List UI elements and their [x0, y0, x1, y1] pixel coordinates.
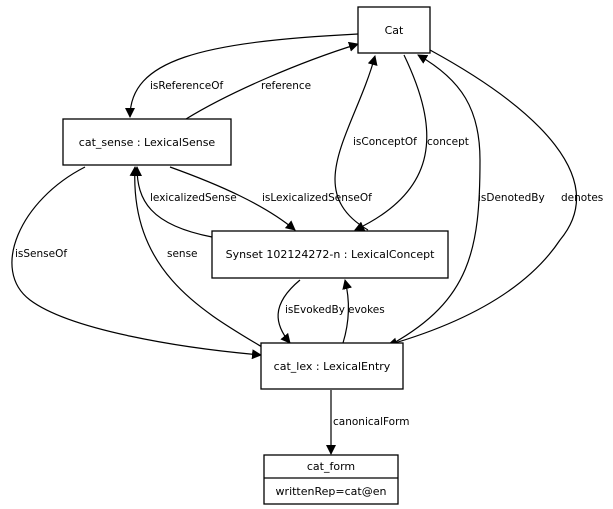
edge-label-is-concept-of: isConceptOf [353, 136, 417, 148]
node-cat-form[interactable]: cat_form writtenRep=cat@en [263, 454, 399, 505]
edge-sense [129, 166, 263, 348]
node-cat-sense-label: cat_sense : LexicalSense [79, 136, 216, 149]
edge-label-reference: reference [261, 80, 311, 92]
edge-label-concept: concept [427, 136, 469, 148]
node-cat-form-name: cat_form [307, 460, 355, 473]
edge-label-is-reference-of: isReferenceOf [150, 80, 224, 92]
node-cat-form-attribute: writtenRep=cat@en [276, 485, 387, 498]
edge-is-concept-of [334, 55, 378, 231]
edge-label-lexicalized-sense: lexicalizedSense [150, 192, 237, 204]
node-cat-lex-box [260, 342, 404, 390]
edge-is-reference-of [125, 33, 359, 118]
node-synset-label: Synset 102124272-n : LexicalConcept [226, 248, 435, 261]
node-cat-lex-label: cat_lex : LexicalEntry [274, 360, 391, 373]
edge-label-denotes: denotes [561, 192, 603, 204]
node-cat-sense-box [62, 118, 232, 166]
node-synset[interactable]: Synset 102124272-n : LexicalConcept [211, 230, 449, 279]
edge-label-is-evoked-by: isEvokedBy [285, 304, 345, 316]
edge-denotes [387, 49, 578, 348]
edge-labels: isReferenceOf reference isConceptOf conc… [15, 80, 603, 428]
edge-lexicalized-sense [132, 166, 213, 238]
node-synset-box [211, 230, 449, 279]
node-cat[interactable]: Cat [357, 6, 431, 54]
edge-is-sense-of [11, 166, 262, 360]
edge-reference [185, 41, 359, 120]
edge-is-lexicalized-sense-of [169, 166, 296, 231]
node-cat-lex[interactable]: cat_lex : LexicalEntry [260, 342, 404, 390]
edge-is-denoted-by [391, 54, 481, 345]
edge-concept [354, 54, 428, 231]
edge-label-is-sense-of: isSenseOf [15, 248, 67, 260]
edge-label-is-lexicalized-sense-of: isLexicalizedSenseOf [262, 192, 372, 204]
edge-label-evokes: evokes [348, 304, 385, 316]
node-cat-box [357, 6, 431, 54]
node-cat-sense[interactable]: cat_sense : LexicalSense [62, 118, 232, 166]
edge-label-is-denoted-by: isDenotedBy [478, 192, 545, 204]
node-cat-label: Cat [385, 24, 404, 37]
edges [11, 33, 578, 455]
edge-is-evoked-by [277, 279, 301, 344]
edge-label-sense: sense [167, 248, 198, 260]
edge-label-canonical-form: canonicalForm [333, 416, 409, 428]
edge-evokes [342, 279, 353, 344]
node-cat-form-box [263, 454, 399, 505]
